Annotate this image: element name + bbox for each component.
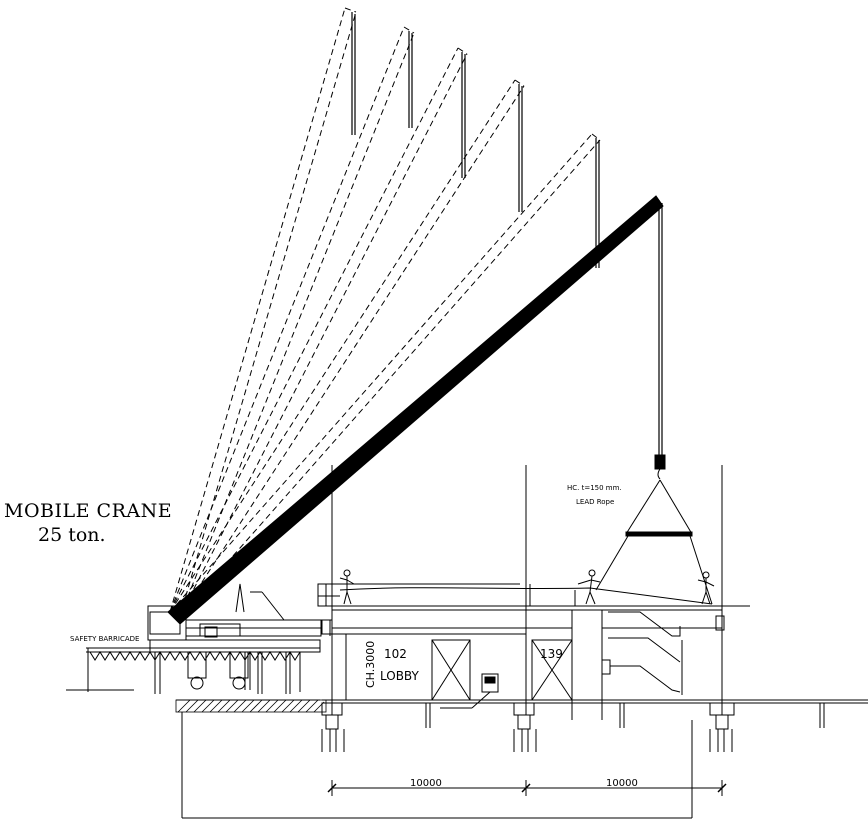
worker-figure-2: [577, 569, 601, 605]
boom-position-4: [169, 79, 525, 617]
boom-position-1: [169, 7, 357, 617]
worker-figure-3: [697, 571, 715, 605]
ceiling-height-label: CH.3000: [364, 641, 377, 688]
boom-position-3: [169, 47, 468, 617]
building-section: [181, 465, 868, 819]
title-line-1: MOBILE CRANE: [4, 500, 172, 522]
load-label-line-1: HC. t=150 mm.: [567, 484, 622, 492]
title-line-2: 25 ton.: [38, 524, 106, 546]
worker-figure-1: [339, 569, 355, 605]
boom-positions-dashed: [169, 7, 601, 617]
barricade-label: SAFETY BARRICADE: [70, 635, 139, 643]
dimension-line: [327, 780, 727, 796]
crane-boom-active: [167, 195, 664, 625]
crane-body: [147, 583, 333, 701]
dimension-left: 10000: [410, 778, 442, 789]
hook-and-sling: [595, 454, 713, 605]
boom-position-2: [169, 26, 415, 617]
dimension-right: 10000: [606, 778, 638, 789]
load-panel: [339, 587, 713, 605]
room-102-name: LOBBY: [380, 669, 420, 683]
safety-barricade: [66, 647, 320, 692]
room-139-number: 139: [540, 647, 563, 661]
ground-hatch: [175, 699, 327, 713]
boom-position-5: [169, 133, 601, 617]
room-102-number: 102: [384, 647, 407, 661]
load-label-line-2: LEAD Rope: [576, 498, 614, 506]
